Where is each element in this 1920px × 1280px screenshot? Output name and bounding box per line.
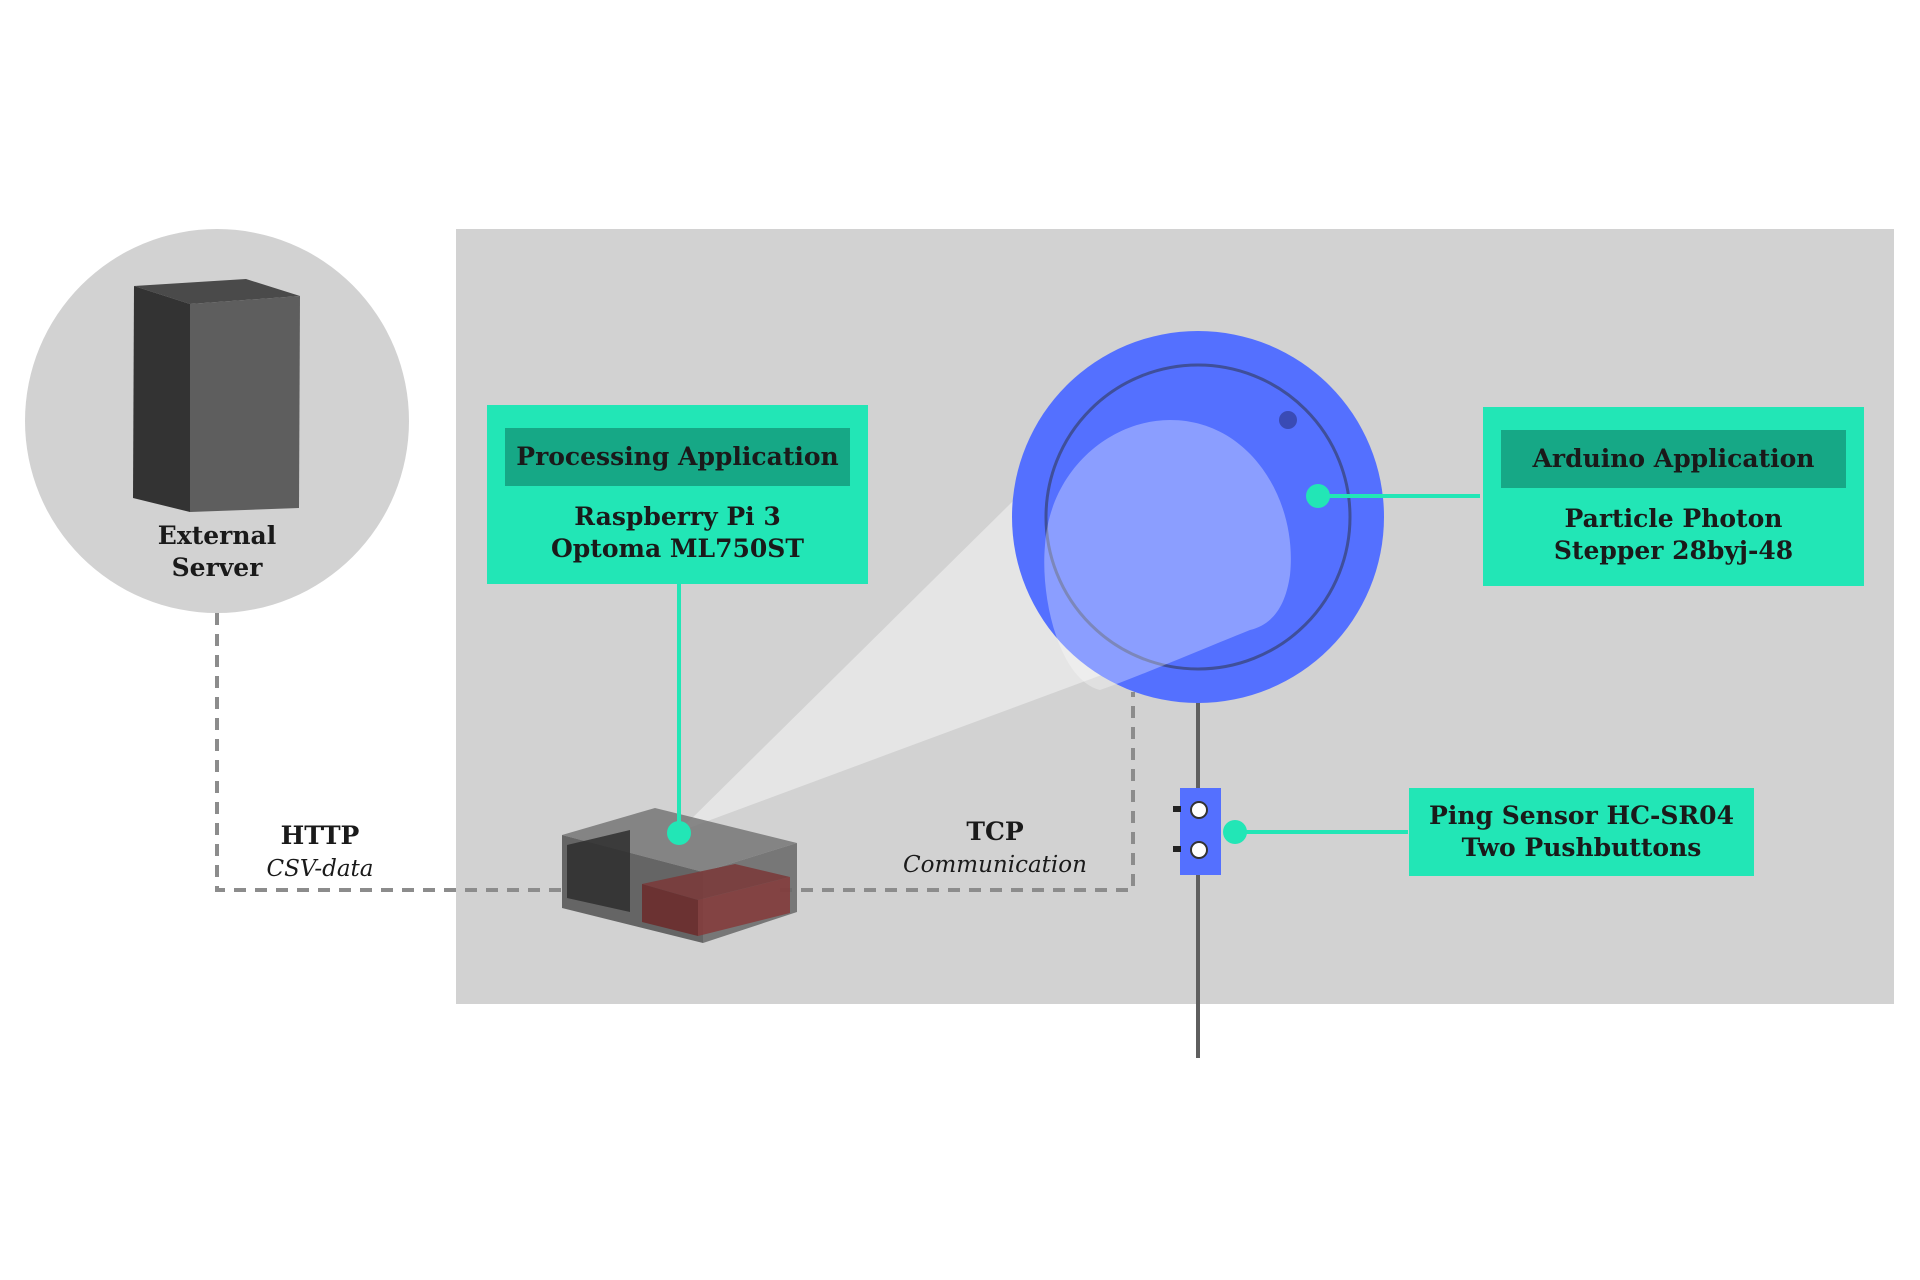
arduino-application-box: Arduino Application Particle Photon Step…	[1483, 407, 1864, 586]
sensor-details: Ping Sensor HC-SR04 Two Pushbuttons	[1409, 800, 1754, 864]
server-label-line1: External	[157, 521, 277, 550]
server-icon	[133, 279, 300, 512]
arduino-line1: Particle Photon	[1564, 504, 1783, 533]
processing-application-details: Raspberry Pi 3 Optoma ML750ST	[487, 501, 868, 565]
ping-sensor	[1173, 788, 1221, 875]
server-label-line2: Server	[171, 553, 263, 582]
processing-application-header: Processing Application	[505, 428, 850, 486]
arduino-connector	[1306, 484, 1480, 508]
http-label: HTTP	[280, 821, 360, 850]
tcp-connection-line	[780, 692, 1135, 892]
http-connection-line	[215, 613, 563, 892]
processing-line2: Optoma ML750ST	[551, 534, 804, 563]
tcp-label: TCP	[966, 817, 1024, 846]
server-label: External Server	[117, 520, 317, 584]
http-sublabel: CSV-data	[266, 856, 374, 882]
sensor-box: Ping Sensor HC-SR04 Two Pushbuttons	[1409, 788, 1754, 876]
rotating-disc	[1012, 331, 1384, 703]
arduino-line2: Stepper 28byj-48	[1553, 536, 1794, 565]
sensor-connector	[1223, 820, 1408, 844]
arduino-application-header: Arduino Application	[1501, 430, 1846, 488]
tcp-sublabel: Communication	[903, 852, 1087, 878]
processing-connector	[667, 583, 691, 845]
sensor-line2: Two Pushbuttons	[1461, 833, 1702, 862]
processing-application-box: Processing Application Raspberry Pi 3 Op…	[487, 405, 868, 584]
arduino-application-details: Particle Photon Stepper 28byj-48	[1483, 503, 1864, 567]
processing-line1: Raspberry Pi 3	[574, 502, 781, 531]
sensor-line1: Ping Sensor HC-SR04	[1429, 801, 1734, 830]
